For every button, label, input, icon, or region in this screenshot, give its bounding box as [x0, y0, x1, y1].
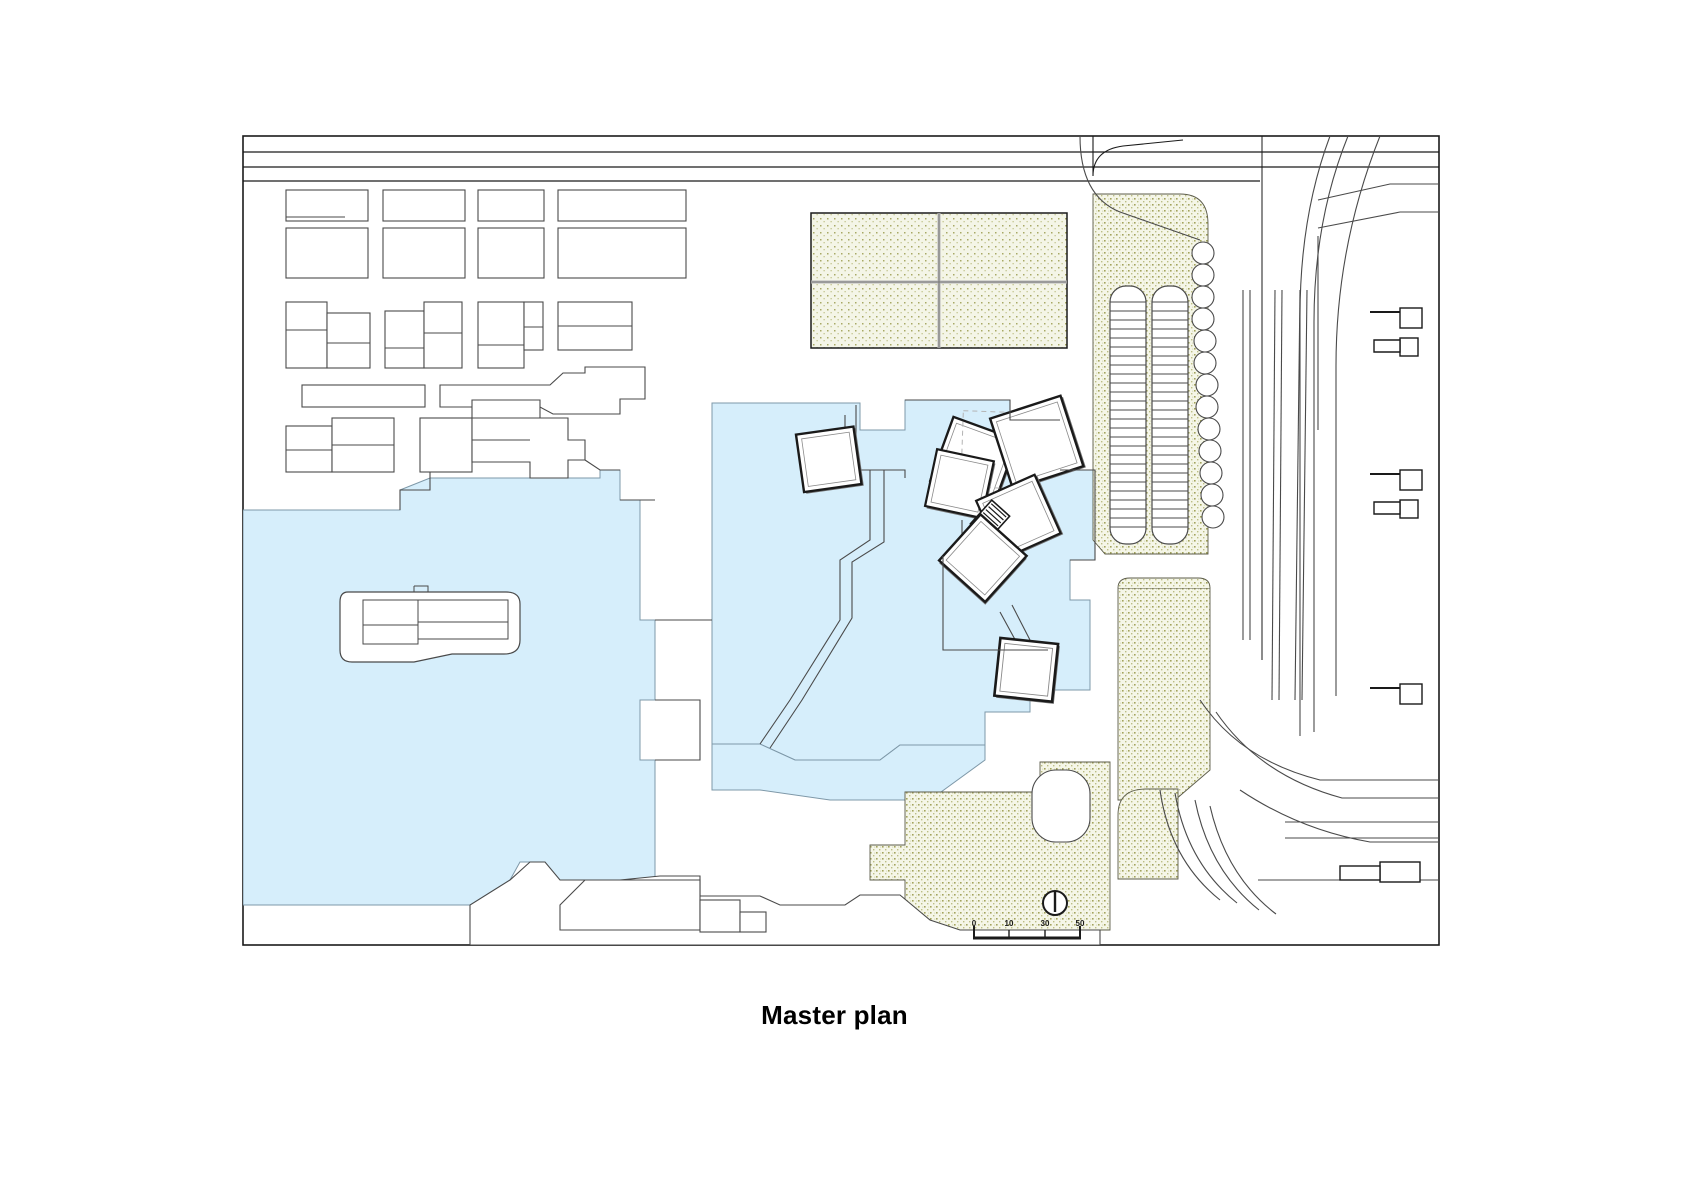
- scale-label-10: 10: [1005, 919, 1014, 928]
- waterfront-pavilion: [339, 585, 521, 663]
- scale-label-0: 0: [972, 919, 977, 928]
- lawn-panels: [810, 212, 1068, 349]
- figure-caption: Master plan: [0, 1000, 1697, 1031]
- scale-label-50: 50: [1076, 919, 1085, 928]
- roadway-network: [1079, 136, 1439, 915]
- pavilion-6: [937, 512, 1029, 605]
- right-edge-buildings: [1339, 307, 1423, 883]
- pavilion-ghost-outline: [960, 410, 1040, 490]
- pavilion-5: [974, 473, 1064, 561]
- pavilion-cluster: [794, 394, 1086, 704]
- scale-label-30: 30: [1041, 919, 1050, 928]
- pavilion-1: [794, 425, 864, 494]
- page-title: Master plan: [761, 1000, 908, 1030]
- plaza-edges: [905, 399, 1096, 651]
- north-arrow: [1042, 890, 1068, 916]
- street-trees: [1191, 241, 1225, 529]
- shoreline: [620, 499, 712, 761]
- top-road-bands: [243, 151, 1439, 182]
- scale-bar: 0 10 30 50: [972, 919, 1085, 940]
- pavilion-3: [988, 394, 1086, 491]
- south-structures: [469, 769, 1101, 945]
- urban-blocks: [285, 189, 687, 479]
- pavilion-7: [992, 636, 1060, 704]
- street-connectors: [399, 459, 620, 510]
- parking-lots: [1109, 285, 1189, 545]
- pavilion-4: [923, 447, 996, 521]
